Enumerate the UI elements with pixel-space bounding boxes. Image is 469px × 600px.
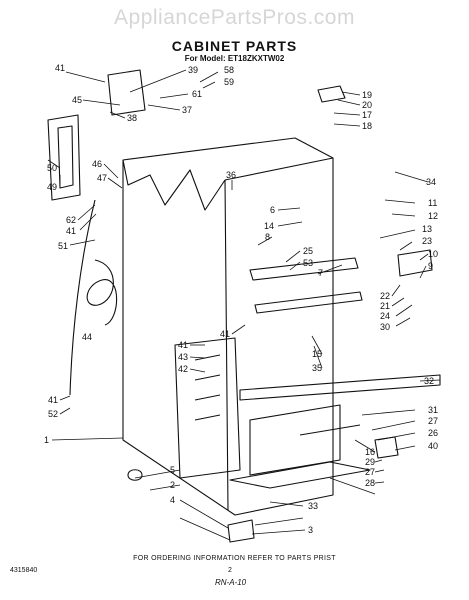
hinge-bottom bbox=[227, 519, 255, 543]
callout-label: 62 bbox=[66, 215, 76, 225]
callout-label: 6 bbox=[270, 205, 275, 215]
callout-label: 24 bbox=[380, 311, 390, 321]
callout-label: 27 bbox=[365, 467, 375, 477]
callout-label: 37 bbox=[182, 105, 192, 115]
callout-label: 23 bbox=[422, 236, 432, 246]
hinge-top bbox=[317, 85, 346, 103]
callout-label: 28 bbox=[365, 478, 375, 488]
site-watermark: AppliancePartsPros.com bbox=[114, 6, 355, 29]
diagram-title: CABINET PARTS bbox=[171, 38, 298, 54]
callout-label: 3 bbox=[308, 525, 313, 535]
callout-label: 41 bbox=[55, 63, 65, 73]
callout-label: 45 bbox=[72, 95, 82, 105]
power-cord-coil bbox=[86, 259, 118, 326]
model-subtitle: For Model: ET18ZKXTW02 bbox=[184, 54, 285, 63]
callout-label: 52 bbox=[48, 409, 58, 419]
callout-label: 9 bbox=[428, 261, 433, 271]
callout-label: 46 bbox=[92, 159, 102, 169]
callout-label: 41 bbox=[66, 226, 76, 236]
callout-labels: 41 39 58 59 61 37 45 38 50 49 46 47 62 4… bbox=[44, 63, 438, 535]
callout-label: 53 bbox=[303, 258, 313, 268]
revision-mark: RN-A-10 bbox=[215, 578, 247, 587]
callout-label: 12 bbox=[428, 211, 438, 221]
callout-label: 41 bbox=[178, 340, 188, 350]
callout-label: 34 bbox=[426, 177, 436, 187]
cabinet-side-edge bbox=[224, 179, 229, 511]
crisper-rail-front bbox=[239, 374, 441, 401]
cabinet-body bbox=[122, 137, 334, 516]
callout-label: 10 bbox=[428, 249, 438, 259]
shelf-rail-lower bbox=[254, 291, 363, 314]
crisper-base bbox=[229, 461, 371, 489]
callout-label: 43 bbox=[178, 352, 188, 362]
callout-label: 8 bbox=[265, 232, 270, 242]
callout-label: 18 bbox=[362, 121, 372, 131]
cabinet-front-edge bbox=[224, 157, 334, 181]
callout-label: 33 bbox=[308, 501, 318, 511]
callout-label: 42 bbox=[178, 364, 188, 374]
duct-fins bbox=[194, 354, 221, 421]
callout-label: 39 bbox=[188, 65, 198, 75]
callout-label: 25 bbox=[303, 246, 313, 256]
callout-label: 7 bbox=[318, 268, 323, 278]
callout-label: 35 bbox=[312, 363, 322, 373]
callout-label: 41 bbox=[48, 395, 58, 405]
document-number: 4315840 bbox=[10, 567, 38, 574]
callout-label: 14 bbox=[264, 221, 274, 231]
callout-label: 13 bbox=[422, 224, 432, 234]
crisper-divider-left bbox=[249, 404, 341, 476]
roller-front bbox=[127, 469, 143, 481]
top-torn-edge bbox=[122, 159, 226, 211]
callout-label: 22 bbox=[380, 291, 390, 301]
light-housing bbox=[47, 114, 81, 201]
drain-tube bbox=[69, 199, 96, 396]
callout-label: 32 bbox=[424, 376, 434, 386]
callout-label: 27 bbox=[428, 416, 438, 426]
callout-label: 40 bbox=[428, 441, 438, 451]
callout-label: 26 bbox=[428, 428, 438, 438]
callout-label: 41 bbox=[220, 329, 230, 339]
callout-label: 1 bbox=[44, 435, 49, 445]
callout-label: 61 bbox=[192, 89, 202, 99]
callout-label: 19 bbox=[362, 90, 372, 100]
hinge-bracket-right bbox=[397, 249, 433, 277]
callout-label: 4 bbox=[170, 495, 175, 505]
callout-label: 16 bbox=[365, 447, 375, 457]
callout-label: 58 bbox=[224, 65, 234, 75]
shelf-rail-upper bbox=[249, 257, 359, 281]
callout-label: 38 bbox=[127, 113, 137, 123]
duct-cover bbox=[174, 337, 241, 479]
callout-label: 44 bbox=[82, 332, 92, 342]
callout-label: 17 bbox=[362, 110, 372, 120]
callout-label: 20 bbox=[362, 100, 372, 110]
callout-label: 36 bbox=[226, 170, 236, 180]
callout-label: 30 bbox=[380, 322, 390, 332]
crisper-divider-right bbox=[299, 424, 361, 436]
callout-label: 50 bbox=[47, 163, 57, 173]
callout-label: 49 bbox=[47, 182, 57, 192]
callout-label: 15 bbox=[312, 349, 322, 359]
callout-label: 31 bbox=[428, 405, 438, 415]
thermostat-bracket bbox=[107, 69, 146, 116]
callout-label: 2 bbox=[170, 480, 175, 490]
callout-label: 5 bbox=[170, 465, 175, 475]
callout-label: 11 bbox=[428, 198, 437, 208]
callout-label: 59 bbox=[224, 77, 234, 87]
callout-label: 51 bbox=[58, 241, 68, 251]
callout-label: 29 bbox=[365, 457, 375, 467]
callout-label: 21 bbox=[380, 301, 390, 311]
ordering-note: FOR ORDERING INFORMATION REFER TO PARTS … bbox=[133, 555, 336, 562]
callout-label: 47 bbox=[97, 173, 107, 183]
page-number: 2 bbox=[228, 567, 232, 574]
